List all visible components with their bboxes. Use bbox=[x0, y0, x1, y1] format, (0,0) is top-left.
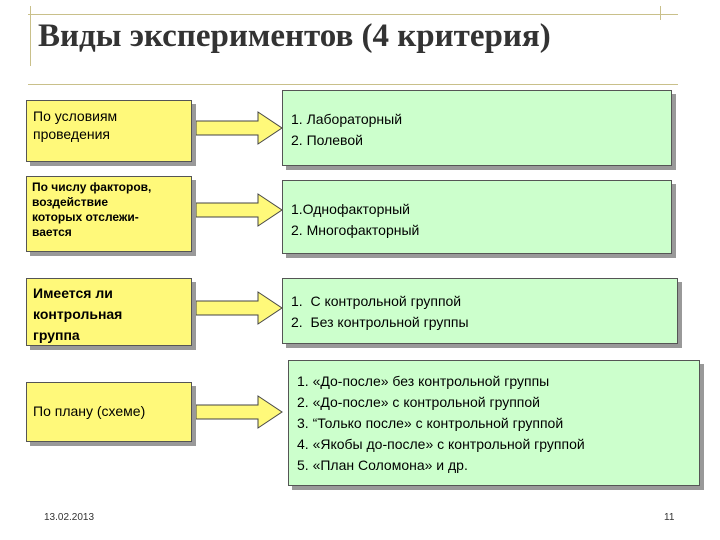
result-4-item-5: 5. «План Соломона» и др. bbox=[297, 457, 468, 473]
result-3-item-2: 2. Без контрольной группы bbox=[291, 314, 469, 330]
result-4-item-3: 3. “Только после» с контрольной группой bbox=[297, 415, 564, 431]
arrow-right-icon bbox=[196, 395, 283, 429]
criterion-2-line-3: которых отслежи- bbox=[32, 210, 139, 224]
criterion-2-line-2: воздействие bbox=[32, 195, 109, 209]
slide-title: Виды экспериментов (4 критерия) bbox=[38, 18, 551, 54]
criterion-box-2: По числу факторов, воздействие которых о… bbox=[26, 176, 192, 252]
footer-page-number: 11 bbox=[664, 512, 675, 523]
criterion-1-line-1: По условиям bbox=[33, 108, 118, 124]
criterion-2-line-1: По числу факторов, bbox=[32, 180, 152, 194]
result-box-1: 1. Лабораторный 2. Полевой bbox=[282, 90, 672, 166]
criterion-3-line-2: контрольная bbox=[33, 306, 123, 322]
result-box-3: 1. С контрольной группой 2. Без контроль… bbox=[282, 278, 678, 344]
criterion-box-1: По условиям проведения bbox=[26, 100, 192, 162]
arrow-right-icon bbox=[196, 291, 283, 325]
result-4-item-4: 4. «Якобы до-после» с контрольной группо… bbox=[297, 436, 585, 452]
frame-right-line bbox=[660, 6, 661, 20]
footer-date: 13.02.2013 bbox=[44, 512, 95, 523]
frame-title-underline bbox=[28, 84, 678, 85]
criterion-4-line-1: По плану (схеме) bbox=[33, 403, 146, 419]
criterion-3-line-3: группа bbox=[33, 327, 80, 343]
arrow-right-icon bbox=[196, 111, 283, 145]
result-4-item-2: 2. «До-после» с контрольной группой bbox=[297, 394, 540, 410]
result-box-4: 1. «До-после» без контрольной группы 2. … bbox=[288, 360, 700, 486]
result-2-item-2: 2. Многофакторный bbox=[291, 222, 420, 238]
result-box-2: 1.Однофакторный 2. Многофакторный bbox=[282, 180, 672, 254]
criterion-box-4: По плану (схеме) bbox=[26, 382, 192, 442]
criterion-2-line-4: вается bbox=[32, 225, 72, 239]
result-2-item-1: 1.Однофакторный bbox=[291, 201, 410, 217]
criterion-box-3: Имеется ли контрольная группа bbox=[26, 278, 192, 346]
frame-top-line bbox=[28, 14, 678, 15]
criterion-3-line-1: Имеется ли bbox=[33, 285, 113, 301]
criterion-1-line-2: проведения bbox=[33, 126, 110, 142]
result-3-item-1: 1. С контрольной группой bbox=[291, 293, 462, 309]
result-1-item-1: 1. Лабораторный bbox=[291, 111, 403, 127]
result-4-item-1: 1. «До-после» без контрольной группы bbox=[297, 373, 550, 389]
arrow-right-icon bbox=[196, 193, 283, 227]
frame-left-line bbox=[30, 6, 31, 66]
result-1-item-2: 2. Полевой bbox=[291, 132, 363, 148]
